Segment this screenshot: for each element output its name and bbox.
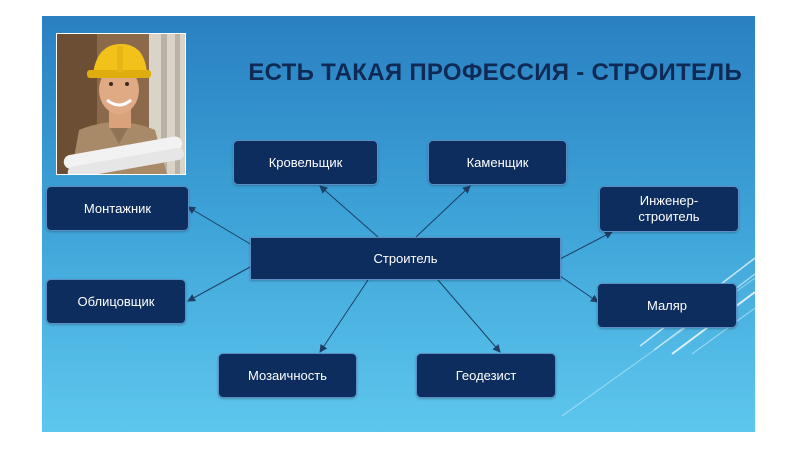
node-inzhener-stroitel: Инженер- строитель xyxy=(599,186,739,232)
node-geodezist: Геодезист xyxy=(416,353,556,398)
builder-photo xyxy=(56,33,186,175)
connector-mozaichnost xyxy=(319,279,369,353)
node-oblitsovshchik: Облицовщик xyxy=(46,279,186,324)
connector-lines xyxy=(187,185,613,353)
node-malyar-label: Маляр xyxy=(646,297,688,313)
node-kamenshchik: Каменщик xyxy=(428,140,567,185)
builder-illustration xyxy=(57,34,185,174)
node-mozaichnost-label: Мозаичность xyxy=(248,367,327,383)
node-mozaichnost: Мозаичность xyxy=(218,353,357,398)
node-kamenshchik-label: Каменщик xyxy=(466,154,529,170)
node-oblitsovshchik-label: Облицовщик xyxy=(77,293,155,309)
connector-montazhnik xyxy=(187,206,253,246)
node-montazhnik-label: Монтажник xyxy=(83,200,152,216)
node-geodezist-label: Геодезист xyxy=(455,367,517,383)
node-malyar: Маляр xyxy=(597,283,737,328)
connector-geodezist xyxy=(437,279,501,353)
node-krovelshchik-label: Кровельщик xyxy=(268,154,343,170)
connector-krovelshchik xyxy=(319,185,379,238)
connector-kamenshchik xyxy=(415,185,471,238)
node-inzhener-label: Инженер- строитель xyxy=(638,193,700,224)
slide-title: ЕСТЬ ТАКАЯ ПРОФЕССИЯ - СТРОИТЕЛЬ xyxy=(248,59,742,86)
center-node-label: Строитель xyxy=(373,250,438,266)
slide: ЕСТЬ ТАКАЯ ПРОФЕССИЯ - СТРОИТЕЛЬ xyxy=(42,16,755,432)
connector-inzhener xyxy=(559,231,613,260)
center-node-stroitel: Строитель xyxy=(250,237,561,280)
node-montazhnik: Монтажник xyxy=(46,186,189,231)
connector-malyar xyxy=(559,275,599,303)
connector-oblitsovshchik xyxy=(187,265,253,302)
node-krovelshchik: Кровельщик xyxy=(233,140,378,185)
